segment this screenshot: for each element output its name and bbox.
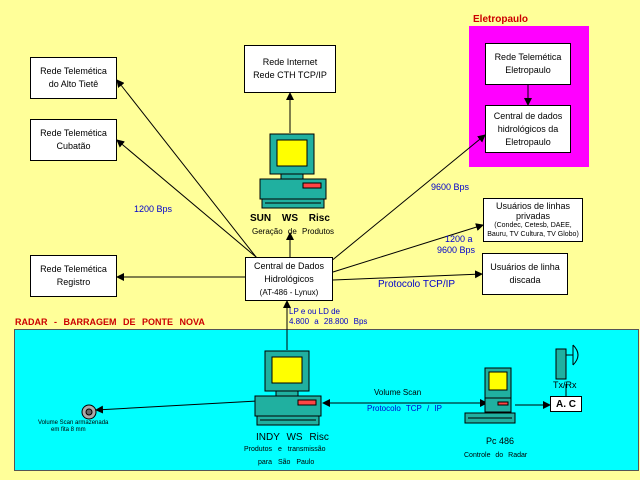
label-9600-bps: 9600 Bps bbox=[431, 182, 470, 192]
radar-title: RADAR - BARRAGEM DE PONTE NOVA bbox=[15, 317, 205, 327]
line-linhas-privadas bbox=[332, 223, 484, 273]
line-eletropaulo bbox=[329, 134, 486, 263]
label-bps-range-2: 9600 Bps bbox=[437, 245, 476, 255]
box-linha-discada: Usuários de linha discada bbox=[482, 253, 568, 295]
fita-label-2: em fita 8 mm bbox=[51, 427, 86, 433]
box-internet: Rede Internet Rede CTH TCP/IP bbox=[244, 45, 336, 93]
label-lp-2: 4.800 a 28.800 Bps bbox=[289, 317, 368, 326]
box-cubatao: Rede Telemética Cubatão bbox=[30, 119, 117, 161]
indy-subtitle-1: Produtos e transmissão bbox=[244, 446, 326, 453]
box-ac: A. C bbox=[550, 396, 582, 412]
antenna-icon bbox=[555, 344, 579, 380]
pc-title: Pc 486 bbox=[486, 436, 515, 446]
indy-computer-icon bbox=[254, 350, 322, 426]
box-registro: Rede Telemética Registro bbox=[30, 255, 117, 297]
label-1200-bps: 1200 Bps bbox=[134, 204, 173, 214]
fita-label-1: Volume Scan armazenada bbox=[38, 420, 109, 426]
line-cubatao bbox=[116, 139, 263, 263]
indy-subtitle-2: para São Paulo bbox=[258, 459, 315, 466]
sun-computer-icon bbox=[259, 133, 327, 209]
indy-title: INDY WS Risc bbox=[256, 432, 329, 443]
label-bps-range-1: 1200 a bbox=[445, 234, 473, 244]
box-central-eletropaulo: Central de dados hidrológicos da Eletrop… bbox=[485, 105, 571, 153]
pc-486-icon bbox=[464, 367, 516, 424]
box-alto-tiete: Rede Telemética do Alto Tietê bbox=[30, 57, 117, 99]
label-volume-scan: Volume Scan bbox=[374, 388, 422, 397]
box-linhas-privadas: Usuários de linhas privadas (Condec, Cet… bbox=[483, 198, 583, 242]
line-alto-tiete bbox=[116, 79, 261, 263]
line-indy-fita bbox=[95, 400, 259, 414]
line-linha-discada bbox=[332, 270, 483, 281]
label-lp-1: LP e ou LD de bbox=[289, 307, 341, 316]
label-protocolo: Protocolo TCP/IP bbox=[378, 279, 456, 290]
sun-subtitle: Geração de Produtos bbox=[252, 227, 335, 236]
box-rede-eletropaulo: Rede Telemética Eletropaulo bbox=[485, 43, 571, 85]
eletropaulo-title: Eletropaulo bbox=[473, 14, 529, 25]
box-central: Central de Dados Hidrológicos (AT-486 - … bbox=[245, 257, 333, 301]
txrx-label: Tx/Rx bbox=[553, 380, 577, 390]
label-protocolo-2: Protocolo TCP / IP bbox=[367, 404, 442, 413]
tape-icon bbox=[81, 404, 97, 420]
sun-title: SUN WS Risc bbox=[250, 213, 330, 224]
pc-subtitle: Controle do Radar bbox=[464, 452, 528, 459]
